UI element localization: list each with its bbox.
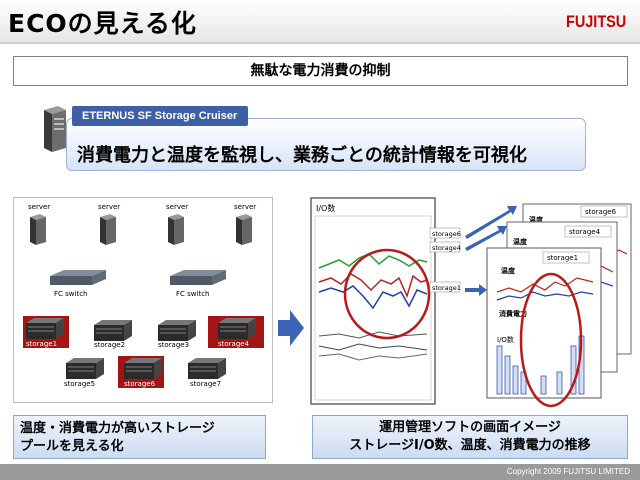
callout-left-line1: 温度・消費電力が高いストレージ [20,421,215,436]
callout-left-line2: プールを見える化 [20,439,124,454]
card-storage1-temp: 温度 [501,266,516,275]
server-icon [168,214,184,245]
server-tower-icon [44,106,66,152]
headline-text: 消費電力と温度を監視し、業務ごとの統計情報を可視化 [77,145,527,166]
headline-box: 消費電力と温度を監視し、業務ごとの統計情報を可視化 [66,118,586,171]
storage-label: storage2 [94,341,126,349]
tag-storage6: storage6 [432,230,461,238]
storage-icon [158,320,196,341]
callout-right-line1: 運用管理ソフトの画面イメージ [379,420,561,435]
storage-label: storage6 [124,380,156,388]
storage-label: storage5 [64,380,96,388]
storage-icon [188,358,226,379]
card-storage6-title: storage6 [585,208,617,216]
server-icon [100,214,116,245]
page-title: ECOの見える化 [8,9,197,38]
server-label: server [234,203,257,211]
callout-left: 温度・消費電力が高いストレージ プールを見える化 [13,415,266,459]
storage-label: storage1 [26,340,58,348]
san-diagram: server server server server FC switch FC… [13,197,273,403]
server-label: server [166,203,189,211]
server-icon [236,214,252,245]
storage-icon [66,358,104,379]
storage-icon [218,318,256,339]
callout-right-line2: ストレージI/O数、温度、消費電力の推移 [349,438,591,453]
storage-label: storage7 [190,380,222,388]
storage-icon [26,318,64,339]
slide-header: ECOの見える化 FUJITSU [0,0,640,44]
fc-switch-icon [50,270,106,285]
card-storage1-title: storage1 [547,254,578,262]
fc-switch-icon [170,270,226,285]
copyright-footer: Copyright 2009 FUJITSU LIMITED [0,464,640,480]
storage-icon [94,320,132,341]
io-axis-label: I/O数 [316,203,335,213]
card-storage6-temp: 温度 [529,215,544,224]
switch-label: FC switch [176,290,210,298]
server-label: server [98,203,121,211]
fujitsu-logo: FUJITSU [566,12,627,31]
card-storage4-temp: 温度 [513,237,528,246]
switch-label: FC switch [54,290,88,298]
monitoring-screen: I/O数 storage6 storage4 storage1 storage6… [310,197,632,408]
io-bars [496,335,585,395]
storage-label: storage3 [158,341,190,349]
card-storage1-power: 消費電力 [499,309,527,318]
card-storage4-title: storage4 [569,228,601,236]
storage-label: storage4 [218,340,250,348]
server-label: server [28,203,51,211]
card-storage1-io: I/O数 [497,335,514,344]
callout-right: 運用管理ソフトの画面イメージ ストレージI/O数、温度、消費電力の推移 [312,415,628,459]
storage-icon [124,358,162,379]
product-tag: ETERNUS SF Storage Cruiser [72,106,248,126]
server-icon [30,214,46,245]
arrow-right-icon [278,310,304,346]
tag-storage4: storage4 [432,244,461,252]
tag-storage1: storage1 [432,284,461,292]
theme-banner: 無駄な電力消費の抑制 [13,56,628,86]
